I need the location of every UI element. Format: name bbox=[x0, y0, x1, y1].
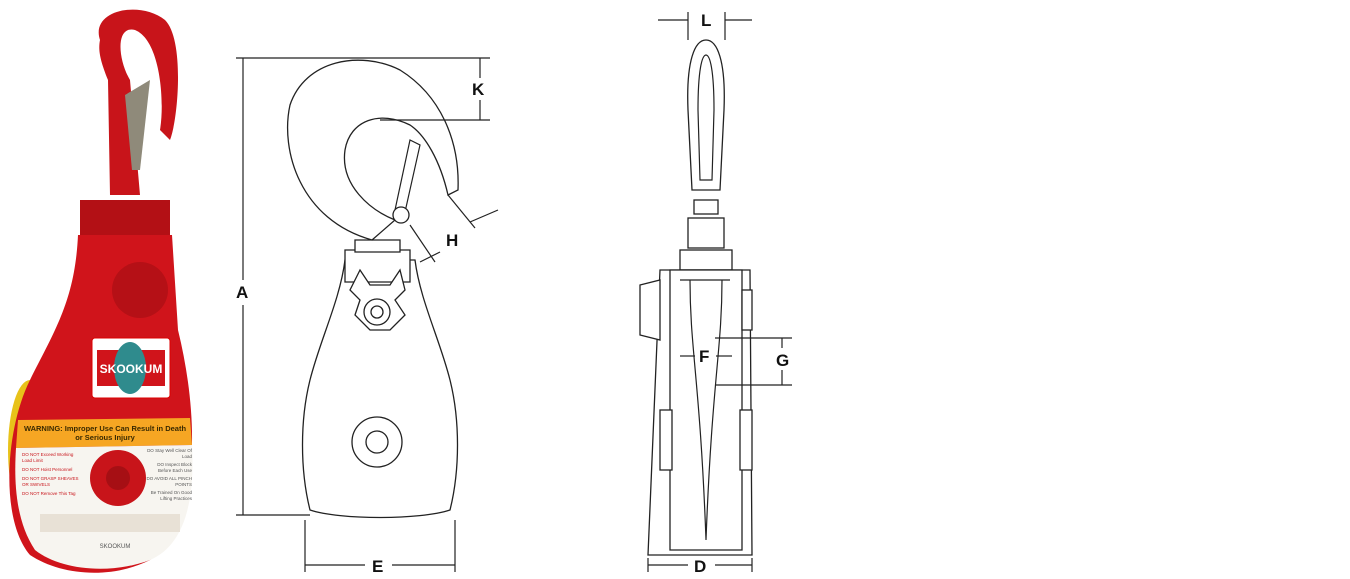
dimension-label-a: A bbox=[236, 283, 248, 302]
do-1: DO Stay Well Clear Of Load bbox=[147, 448, 192, 459]
footer-brand: SKOOKUM bbox=[100, 544, 131, 550]
dimension-label-k: K bbox=[472, 80, 485, 99]
do-4: Be Trained On Good Lifting Practices bbox=[150, 490, 192, 501]
product-photo: SKOOKUM WARNING: Improper Use Can Result… bbox=[8, 9, 193, 573]
dimension-label-f: F bbox=[699, 347, 709, 366]
dimension-label-g: G bbox=[776, 351, 789, 370]
warning-title: WARNING: Improper Use Can Result in Deat… bbox=[23, 424, 187, 442]
dont-3: DO NOT GRASP SHEAVES OR SWIVELS bbox=[22, 476, 79, 487]
tag-info-band bbox=[40, 514, 180, 532]
dont-1: DO NOT Exceed Working Load Limit bbox=[22, 452, 74, 463]
front-view-drawing bbox=[286, 59, 459, 519]
dont-2: DO NOT Hoist Personnel bbox=[22, 467, 73, 472]
dimension-lines bbox=[236, 12, 792, 572]
dimension-label-h: H bbox=[446, 231, 458, 250]
dimension-label-e: E bbox=[372, 557, 383, 576]
do-2: DO Inspect Block Before Each Use bbox=[157, 462, 192, 473]
side-view-drawing bbox=[639, 39, 753, 556]
dimension-label-l: L bbox=[701, 11, 711, 30]
do-3: DO AVOID ALL PINCH POINTS bbox=[146, 476, 192, 487]
dimension-label-d: D bbox=[694, 557, 706, 576]
dont-4: DO NOT Remove This Tag bbox=[22, 491, 76, 496]
logo-text: SKOOKUM bbox=[100, 362, 163, 376]
